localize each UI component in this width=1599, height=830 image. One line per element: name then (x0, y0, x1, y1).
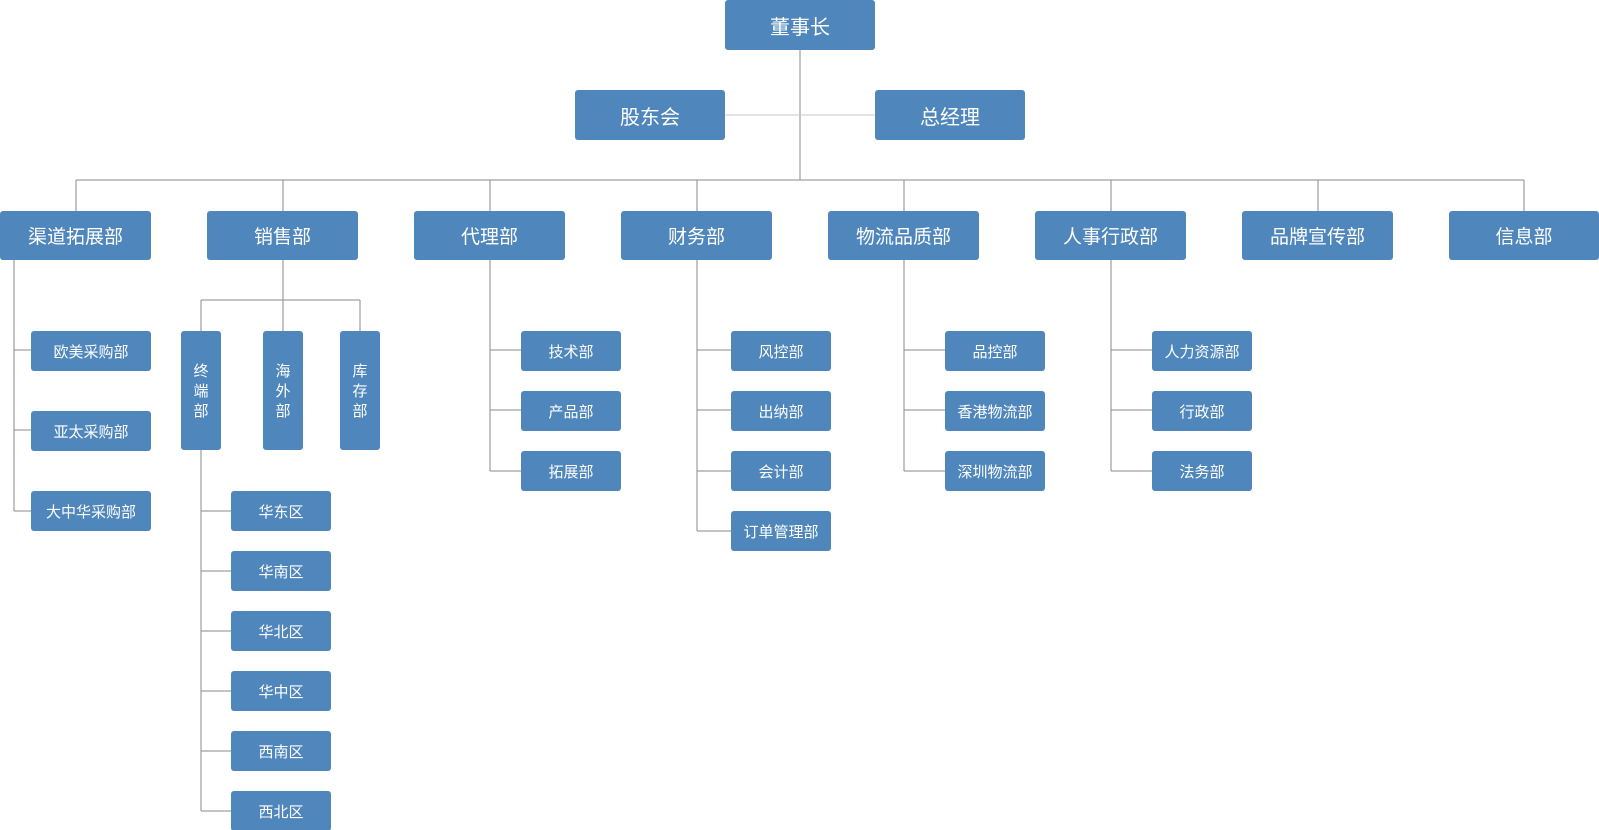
sub-terminal: 终 端 部 (181, 331, 221, 450)
region-southwest: 西南区 (231, 731, 331, 771)
sub-inventory-char: 部 (352, 401, 368, 420)
dept-finance: 财务部 (621, 211, 772, 260)
sub-expansion: 拓展部 (521, 451, 621, 491)
general-manager-box: 总经理 (875, 90, 1025, 140)
region-central-china: 华中区 (231, 671, 331, 711)
region-north-china: 华北区 (231, 611, 331, 651)
sub-product: 产品部 (521, 391, 621, 431)
region-northwest: 西北区 (231, 791, 331, 830)
sub-cashier: 出纳部 (731, 391, 831, 431)
sub-quality-control: 品控部 (945, 331, 1045, 371)
sub-overseas: 海 外 部 (263, 331, 303, 450)
region-east-china: 华东区 (231, 491, 331, 531)
sub-terminal-char: 终 (193, 361, 209, 380)
dept-hr-admin: 人事行政部 (1035, 211, 1186, 260)
sub-greater-china-purchasing: 大中华采购部 (31, 491, 151, 531)
sub-terminal-char: 端 (193, 381, 209, 400)
sub-overseas-char: 外 (275, 381, 291, 400)
sub-inventory-char: 库 (352, 361, 368, 380)
sub-administration: 行政部 (1152, 391, 1252, 431)
sub-europe-america-purchasing: 欧美采购部 (31, 331, 151, 371)
sub-overseas-char: 海 (275, 361, 291, 380)
dept-info: 信息部 (1449, 211, 1599, 260)
dept-logistics: 物流品质部 (828, 211, 979, 260)
sub-asia-pacific-purchasing: 亚太采购部 (31, 411, 151, 451)
chairman-box: 董事长 (725, 0, 875, 50)
sub-legal: 法务部 (1152, 451, 1252, 491)
sub-terminal-char: 部 (193, 401, 209, 420)
sub-order-management: 订单管理部 (731, 511, 831, 551)
region-south-china: 华南区 (231, 551, 331, 591)
sub-hk-logistics: 香港物流部 (945, 391, 1045, 431)
sub-overseas-char: 部 (275, 401, 291, 420)
sub-accounting: 会计部 (731, 451, 831, 491)
dept-sales: 销售部 (207, 211, 358, 260)
dept-brand: 品牌宣传部 (1242, 211, 1393, 260)
sub-sz-logistics: 深圳物流部 (945, 451, 1045, 491)
sub-inventory: 库 存 部 (340, 331, 380, 450)
dept-agency: 代理部 (414, 211, 565, 260)
sub-risk-control: 风控部 (731, 331, 831, 371)
board-box: 股东会 (575, 90, 725, 140)
dept-channel: 渠道拓展部 (0, 211, 151, 260)
sub-tech: 技术部 (521, 331, 621, 371)
sub-inventory-char: 存 (352, 381, 368, 400)
sub-human-resources: 人力资源部 (1152, 331, 1252, 371)
